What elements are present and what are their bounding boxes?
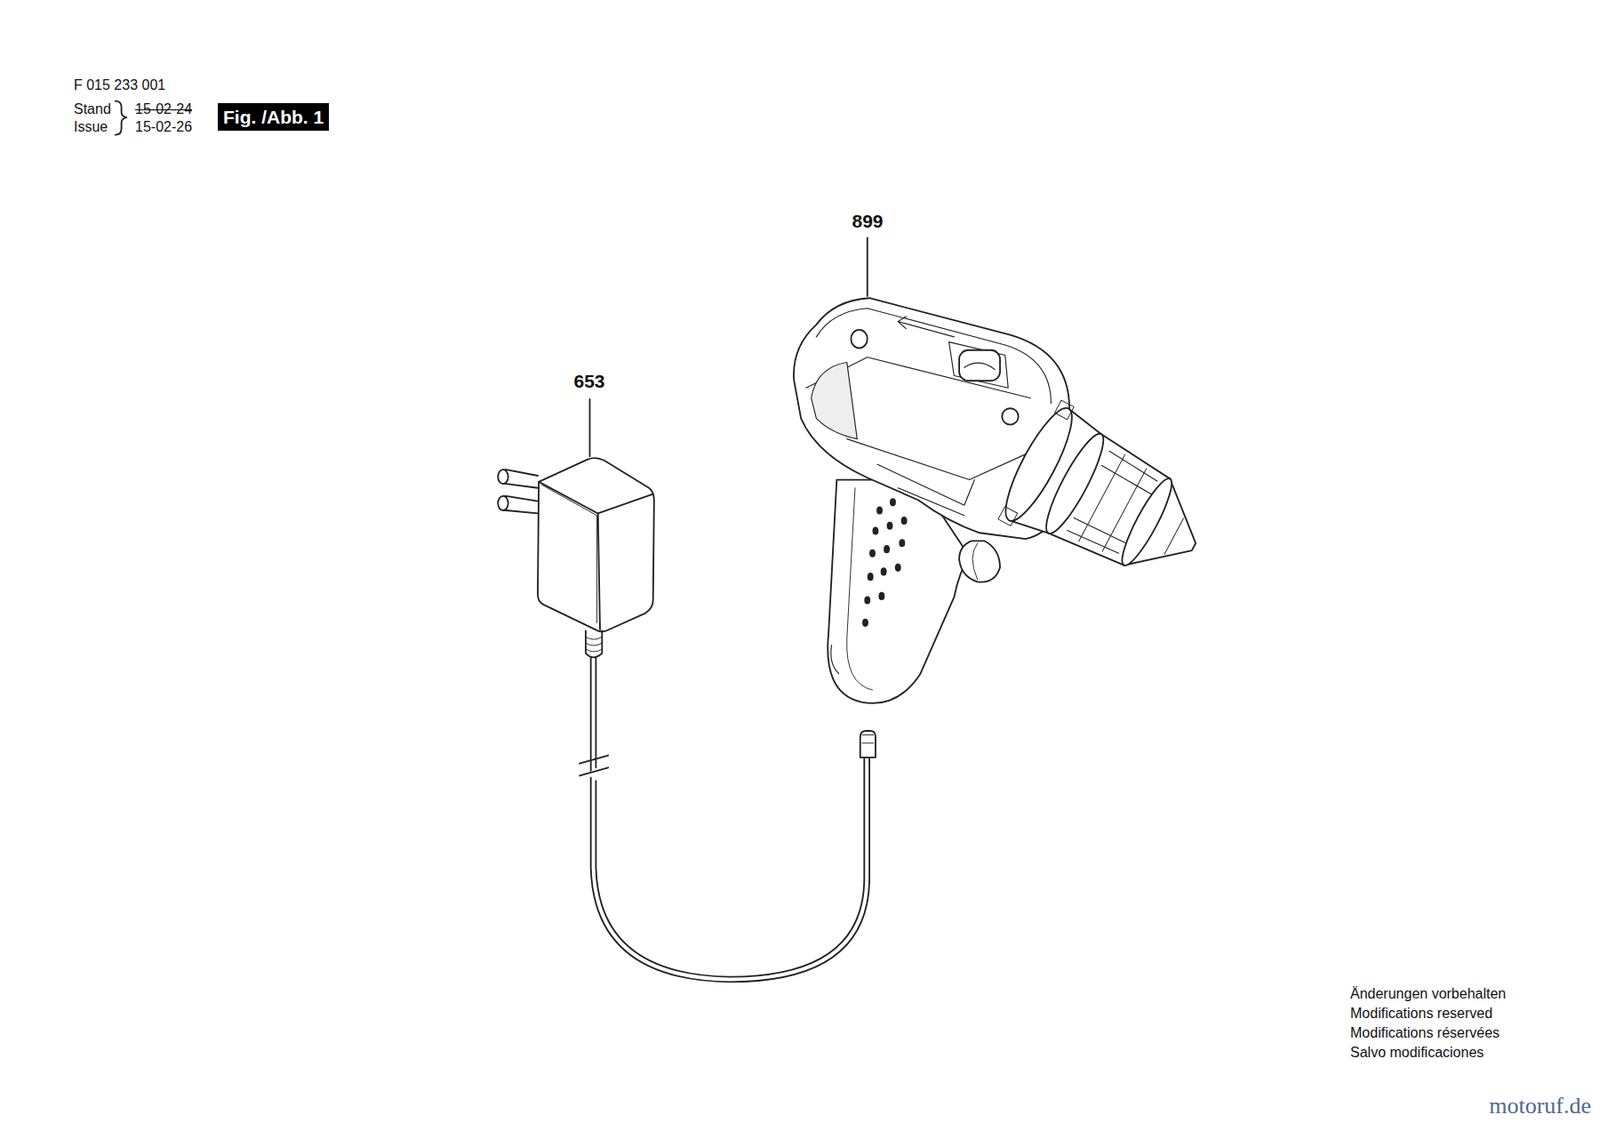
footer-note: Salvo modificaciones: [1350, 1043, 1484, 1061]
footer-note: Modifications reserved: [1350, 1004, 1493, 1022]
charger: [497, 457, 876, 982]
footer-note: Änderungen vorbehalten: [1350, 984, 1506, 1002]
header-key: Issue: [73, 118, 108, 136]
callout-number: 653: [573, 369, 605, 392]
drill: [793, 297, 1226, 704]
header-date: 15-02-24: [135, 100, 192, 118]
bracket: [115, 101, 128, 136]
watermark: motoruf.de: [1488, 1091, 1592, 1120]
header-key: Stand: [73, 100, 112, 118]
header-date: 15-02-26: [135, 118, 192, 136]
leader-line: [589, 399, 592, 456]
footer-note: Modifications réservées: [1350, 1024, 1500, 1041]
callout-number: 899: [851, 209, 883, 232]
part-number: F 015 233 001: [73, 76, 166, 94]
leader-line: [866, 238, 869, 296]
figure-tag: Fig. /Abb. 1: [217, 103, 329, 131]
